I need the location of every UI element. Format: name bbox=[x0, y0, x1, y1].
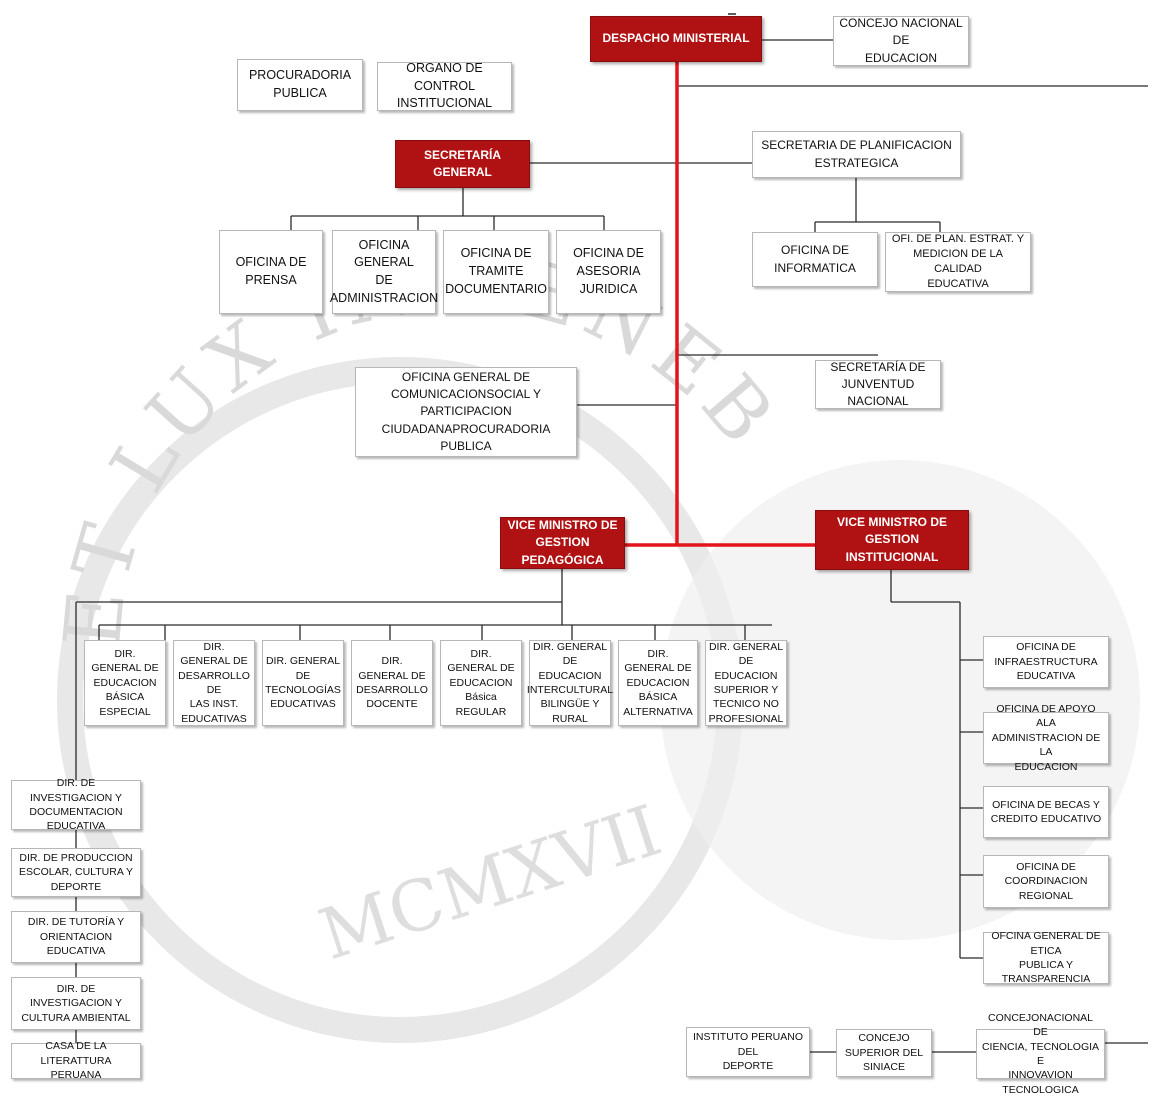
secretaria-general-label: SECRETARÍA GENERAL bbox=[423, 147, 502, 179]
dir-desarrollo-docente-box: DIR. GENERAL DE DESARROLLO DOCENTE bbox=[351, 640, 433, 726]
dir-produccion-escolar-label: DIR. DE PRODUCCION ESCOLAR, CULTURA Y DE… bbox=[19, 851, 133, 893]
despacho-ministerial-label: DESPACHO MINISTERIAL bbox=[602, 31, 750, 46]
dir-educacion-basica-alternativa-label: DIR. GENERAL DE EDUCACION BÁSICA ALTERNA… bbox=[623, 647, 693, 718]
procuraduria-box: PROCURADORIA PUBLICA bbox=[237, 59, 363, 111]
vice-ministro-institucional-box: VICE MINISTRO DE GESTION INSTITUCIONAL bbox=[815, 510, 969, 570]
oficina-informatica-box: OFICINA DE INFORMATICA bbox=[752, 232, 878, 287]
oficina-asesoria-juridica-label: OFICINA DE ASESORIA JURIDICA bbox=[573, 246, 644, 296]
organo-control-label: ORGANO DE CONTROL INSTITUCIONAL bbox=[396, 60, 493, 111]
dir-desarrollo-inst-educativas-label: DIR. GENERAL DE DESARROLLO DE LAS INST. … bbox=[178, 640, 250, 725]
oficina-apoyo-administracion-label: OFICINA DE APOYO ALA ADMINISTRACION DE L… bbox=[991, 702, 1101, 773]
oficina-prensa-box: OFICINA DE PRENSA bbox=[219, 230, 323, 314]
oficina-prensa-label: OFICINA DE PRENSA bbox=[235, 255, 307, 287]
dir-educacion-basica-regular-label: DIR. GENERAL DE EDUCACION Básica REGULAR bbox=[447, 647, 515, 718]
oficina-informatica-label: OFICINA DE INFORMATICA bbox=[774, 243, 856, 275]
oficina-tramite-documentario-box: OFICINA DE TRAMITE DOCUMENTARIO bbox=[443, 230, 549, 314]
dir-tecnologias-educativas-label: DIR. GENERAL DE TECNOLOGÍAS EDUCATIVAS bbox=[265, 655, 341, 711]
oficina-general-administracion-box: OFICINA GENERAL DE ADMINISTRACION bbox=[329, 230, 439, 314]
oficina-asesoria-juridica-box: OFICINA DE ASESORIA JURIDICA bbox=[556, 230, 661, 314]
concejo-ciencia-tecnologia-box: CONCEJONACIONAL DE CIENCIA, TECNOLOGIA E… bbox=[976, 1012, 1105, 1096]
oficina-coordinacion-regional-label: OFICINA DE COORDINACION REGIONAL bbox=[1004, 860, 1088, 902]
secretaria-juventud-label: SECRETARÍA DE JUNVENTUD NACIONAL bbox=[830, 359, 926, 409]
oficina-infraestructura-label: OFICINA DE INFRAESTRUCTURA EDUCATIVA bbox=[994, 641, 1098, 683]
concejo-siniace-box: CONCEJO SUPERIOR DEL SINIACE bbox=[836, 1029, 932, 1077]
secretaria-juventud-box: SECRETARÍA DE JUNVENTUD NACIONAL bbox=[815, 360, 941, 409]
oficina-coordinacion-regional-box: OFICINA DE COORDINACION REGIONAL bbox=[983, 855, 1109, 908]
concejo-nacional-box: CONCEJO NACIONAL DE EDUCACION bbox=[833, 16, 969, 66]
dir-investigacion-cultura-ambiental-label: DIR. DE INVESTIGACION Y CULTURA AMBIENTA… bbox=[21, 982, 131, 1024]
dir-educacion-basica-especial-label: DIR. GENERAL DE EDUCACION BÁSICA ESPECIA… bbox=[91, 647, 159, 718]
oficina-plan-estrat-label: OFI. DE PLAN. ESTRAT. Y MEDICION DE LA C… bbox=[891, 232, 1025, 291]
concejo-siniace-label: CONCEJO SUPERIOR DEL SINIACE bbox=[844, 1032, 924, 1074]
dir-tutoria-orientacion-box: DIR. DE TUTORÍA Y ORIENTACION EDUCATIVA bbox=[11, 911, 141, 963]
casa-literatura-label: CASA DE LA LITERATTURA PERUANA bbox=[40, 1040, 112, 1082]
casa-literatura-box: CASA DE LA LITERATTURA PERUANA bbox=[11, 1040, 141, 1081]
secretaria-general-box: SECRETARÍA GENERAL bbox=[395, 140, 530, 188]
dir-educacion-superior-box: DIR. GENERAL DE EDUCACION SUPERIOR Y TEC… bbox=[705, 640, 787, 726]
concejo-ciencia-tecnologia-label: CONCEJONACIONAL DE CIENCIA, TECNOLOGIA E… bbox=[981, 1011, 1100, 1096]
oficina-comunicacion-box: OFICINA GENERAL DE COMUNICACIONSOCIAL Y … bbox=[355, 367, 577, 457]
oficina-comunicacion-label: OFICINA GENERAL DE COMUNICACIONSOCIAL Y … bbox=[381, 370, 551, 453]
dir-educacion-basica-regular-box: DIR. GENERAL DE EDUCACION Básica REGULAR bbox=[440, 640, 522, 726]
vice-ministro-pedagogica-box: VICE MINISTRO DE GESTION PEDAGÓGICA bbox=[500, 517, 625, 569]
secretaria-planificacion-box: SECRETARIA DE PLANIFICACION ESTRATEGICA bbox=[752, 131, 961, 178]
despacho-ministerial-box: DESPACHO MINISTERIAL bbox=[590, 16, 762, 62]
dir-investigacion-documentacion-box: DIR. DE INVESTIGACION Y DOCUMENTACION ED… bbox=[11, 777, 141, 832]
oficina-becas-label: OFICINA DE BECAS Y CREDITO EDUCATIVO bbox=[990, 798, 1102, 825]
organo-control-box: ORGANO DE CONTROL INSTITUCIONAL bbox=[377, 60, 512, 111]
oficina-etica-publica-box: OFCINA GENERAL DE ETICA PUBLICA Y TRANSP… bbox=[983, 930, 1109, 986]
oficina-apoyo-administracion-box: OFICINA DE APOYO ALA ADMINISTRACION DE L… bbox=[983, 703, 1109, 773]
dir-educacion-superior-label: DIR. GENERAL DE EDUCACION SUPERIOR Y TEC… bbox=[708, 640, 784, 725]
dir-investigacion-cultura-ambiental-box: DIR. DE INVESTIGACION Y CULTURA AMBIENTA… bbox=[11, 977, 141, 1030]
dir-desarrollo-docente-label: DIR. GENERAL DE DESARROLLO DOCENTE bbox=[356, 655, 428, 711]
vice-ministro-institucional-label: VICE MINISTRO DE GESTION INSTITUCIONAL bbox=[836, 515, 947, 564]
dir-desarrollo-inst-educativas-box: DIR. GENERAL DE DESARROLLO DE LAS INST. … bbox=[173, 640, 255, 726]
dir-educacion-intercultural-label: DIR. GENERAL DE EDUCACION INTERCULTURAL … bbox=[526, 640, 614, 725]
oficina-plan-estrat-box: OFI. DE PLAN. ESTRAT. Y MEDICION DE LA C… bbox=[885, 232, 1031, 292]
dir-produccion-escolar-box: DIR. DE PRODUCCION ESCOLAR, CULTURA Y DE… bbox=[11, 848, 141, 897]
secretaria-planificacion-label: SECRETARIA DE PLANIFICACION ESTRATEGICA bbox=[761, 138, 952, 170]
dir-educacion-intercultural-box: DIR. GENERAL DE EDUCACION INTERCULTURAL … bbox=[526, 640, 614, 726]
instituto-peruano-deporte-box: INSTITUTO PERUANO DEL DEPORTE bbox=[686, 1027, 810, 1077]
dir-educacion-basica-alternativa-box: DIR. GENERAL DE EDUCACION BÁSICA ALTERNA… bbox=[618, 640, 698, 726]
oficina-etica-publica-label: OFCINA GENERAL DE ETICA PUBLICA Y TRANSP… bbox=[991, 930, 1101, 986]
oficina-infraestructura-box: OFICINA DE INFRAESTRUCTURA EDUCATIVA bbox=[983, 636, 1109, 688]
dir-educacion-basica-especial-box: DIR. GENERAL DE EDUCACION BÁSICA ESPECIA… bbox=[84, 640, 166, 726]
oficina-becas-box: OFICINA DE BECAS Y CREDITO EDUCATIVO bbox=[983, 786, 1109, 838]
oficina-tramite-documentario-label: OFICINA DE TRAMITE DOCUMENTARIO bbox=[445, 246, 547, 296]
concejo-nacional-label: CONCEJO NACIONAL DE EDUCACION bbox=[839, 16, 963, 65]
dir-investigacion-documentacion-label: DIR. DE INVESTIGACION Y DOCUMENTACION ED… bbox=[29, 777, 123, 833]
instituto-peruano-deporte-label: INSTITUTO PERUANO DEL DEPORTE bbox=[692, 1031, 804, 1073]
vice-ministro-pedagogica-label: VICE MINISTRO DE GESTION PEDAGÓGICA bbox=[507, 518, 618, 567]
oficina-general-administracion-label: OFICINA GENERAL DE ADMINISTRACION bbox=[329, 237, 439, 305]
dir-tutoria-orientacion-label: DIR. DE TUTORÍA Y ORIENTACION EDUCATIVA bbox=[27, 916, 125, 958]
dir-tecnologias-educativas-box: DIR. GENERAL DE TECNOLOGÍAS EDUCATIVAS bbox=[262, 640, 344, 726]
procuraduria-label: PROCURADORIA PUBLICA bbox=[248, 68, 352, 100]
